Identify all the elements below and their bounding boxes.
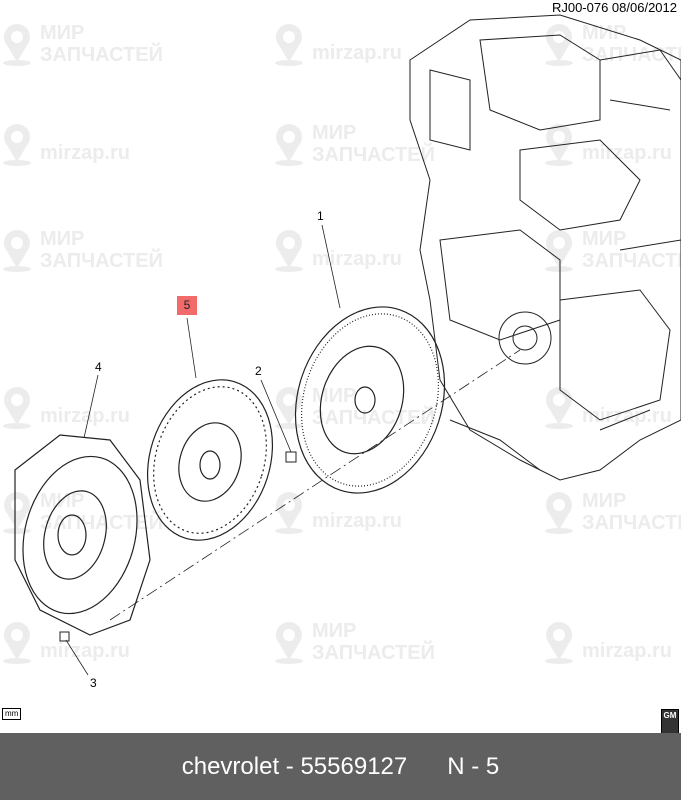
watermark: mirzap.ru [542,122,672,166]
watermark-line1: МИР [40,490,85,512]
callout-3: 3 [90,676,97,690]
watermark-site: mirzap.ru [312,42,403,64]
pin-icon [275,230,303,272]
watermark: mirzap.ru [0,122,130,166]
pin-icon [545,387,573,429]
pin-icon [545,622,573,664]
watermark-line1: МИР [582,490,627,512]
pin-icon [3,387,31,429]
gm-logo-text: GM [663,711,677,720]
watermark: mirzap.ru [0,385,130,429]
footer-sep: - [279,752,301,780]
exploded-clutch-diagram [14,14,681,676]
units-badge: mm [2,708,22,720]
gm-logo: GM [661,709,679,735]
watermark-site: mirzap.ru [40,640,131,662]
watermark-line1: МИР [582,228,627,250]
pin-icon [3,124,31,166]
fasteners [59,451,297,642]
pin-icon [3,230,31,272]
pin-icon [545,230,573,272]
footer-brand: chevrolet [181,752,280,780]
watermark-line1: МИР [312,122,357,144]
flywheel-drawing [294,306,446,494]
callout-5-highlighted[interactable]: 5 [177,296,197,315]
watermark-line2: ЗАПЧАСТЕЙ [40,512,163,534]
watermark-line1: МИР [40,228,85,250]
pin-icon [275,622,303,664]
leader-lines [65,224,521,676]
pin-icon [545,24,573,66]
callout-2: 2 [255,364,262,378]
watermark: mirzap.ru [272,22,402,66]
watermark-line1: МИР [312,620,357,642]
watermark-site: mirzap.ru [312,248,403,270]
pin-icon [3,24,31,66]
watermark-line2: ЗАПЧАСТЕЙ [582,250,681,272]
pressure-plate-drawing [14,434,151,636]
watermark-line1: МИР [40,22,85,44]
watermark: mirzap.ru [272,490,402,534]
watermark-line2: ЗАПЧАСТЕЙ [40,44,163,66]
pin-icon [275,24,303,66]
watermark: mirzap.ru [272,228,402,272]
watermark-line2: ЗАПЧАСТЕЙ [40,250,163,272]
watermark: mirzap.ru [0,620,130,664]
footer-gap [407,753,447,781]
footer-bar: chevrolet - 55569127 N - 5 [0,733,681,800]
clutch-disc-drawing [146,379,274,541]
watermark-line2: ЗАПЧАСТЕЙ [582,512,681,534]
pin-icon [545,124,573,166]
watermark-line2: ЗАПЧАСТЕЙ [312,144,435,166]
watermark-site: mirzap.ru [312,510,403,532]
watermark-line1: МИР [582,22,627,44]
pin-icon [545,492,573,534]
footer-part-number: 55569127 [300,752,408,780]
pin-icon [275,492,303,534]
watermark-line2: ЗАПЧАСТЕЙ [312,642,435,664]
watermark-line2: ЗАПЧАСТЕЙ [312,407,435,429]
pin-icon [3,622,31,664]
footer-position: N - 5 [447,752,500,780]
diagram-reference: RJ00-076 08/06/2012 [551,0,677,15]
watermark-site: mirzap.ru [40,142,131,164]
callout-4: 4 [95,360,102,374]
callout-1: 1 [317,209,324,223]
engine-block-drawing [409,14,681,481]
watermark-site: mirzap.ru [582,142,673,164]
pin-icon [275,124,303,166]
watermark-site: mirzap.ru [40,405,131,427]
watermark: mirzap.ru [542,620,672,664]
pin-icon [3,492,31,534]
watermark-site: mirzap.ru [582,640,673,662]
